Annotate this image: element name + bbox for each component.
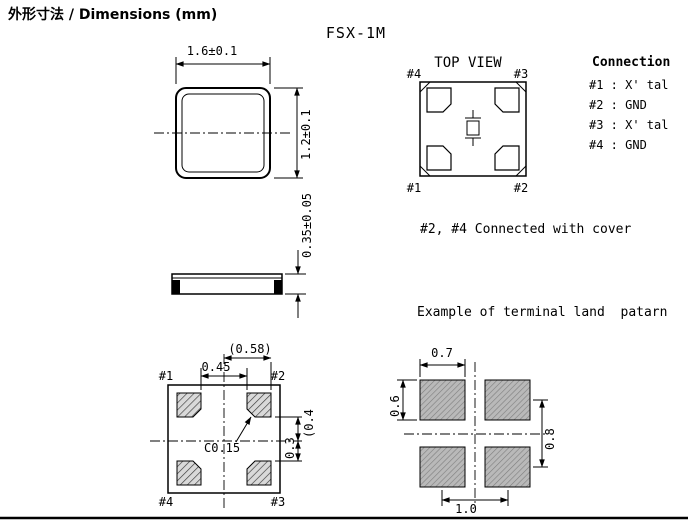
page-header: 外形寸法 / Dimensions (mm) [8, 6, 217, 23]
pin-label-3: #3 [271, 495, 285, 509]
horizontal-pitch-dimension: 1.0 [441, 490, 509, 516]
land-pad-bottom-right [484, 446, 531, 488]
corner-chamfer-line [419, 81, 431, 93]
pad-gap-dimension: 0.45 [200, 360, 248, 390]
pad-width-dim-label: 0.7 [431, 346, 453, 360]
pin-label-4: #4 [159, 495, 173, 509]
electrode-pad-bottom-right [494, 145, 520, 171]
pin-label-4: #4 [407, 67, 421, 81]
cover-note: #2, #4 Connected with cover [420, 222, 631, 237]
pin-label-3: #3 [514, 67, 528, 81]
corner-chamfer-line [419, 165, 431, 177]
top-view-package [419, 81, 527, 177]
pad-width-dimension: 0.7 [419, 346, 466, 377]
width-dimension: 1.6±0.1 [175, 44, 271, 84]
bottom-pad-2 [246, 392, 272, 418]
horizontal-pitch-dim-label: 1.0 [455, 502, 477, 516]
bottom-view: 0.45 (0.58) C0.15 (0.4 0.3 #1 #2 #4 #3 [150, 342, 316, 510]
electrode-pad-bottom-left [426, 145, 452, 171]
pin-label-2: #2 [514, 181, 528, 195]
land-pad-bottom-left [419, 446, 466, 488]
corner-chamfer-line [515, 81, 527, 93]
pin-label-1: #1 [159, 369, 173, 383]
pad-ref-dim-label: (0.4 [302, 409, 316, 438]
chamfer-label: C0.15 [204, 441, 240, 455]
connection-item-1: #1 : X' tal [589, 78, 668, 92]
connection-item-4: #4 : GND [589, 138, 647, 152]
pad-offset-dim-label: 0.3 [283, 437, 297, 459]
electrode-pad-top-right [494, 87, 520, 113]
connection-item-3: #3 : X' tal [589, 118, 668, 132]
electrode-pad-top-left [426, 87, 452, 113]
connection-legend: Connection #1 : X' tal #2 : GND #3 : X' … [589, 55, 670, 152]
land-pad-top-right [484, 379, 531, 421]
bottom-pad-1 [176, 392, 202, 418]
top-view-label: TOP VIEW [434, 55, 502, 71]
connection-item-2: #2 : GND [589, 98, 647, 112]
terminal-cap-left [172, 280, 180, 294]
pad-gap-ref-dimension: (0.58) [223, 342, 272, 390]
side-view-body [171, 273, 283, 295]
thickness-dim-label: 0.35±0.05 [300, 193, 314, 258]
height-dim-label: 1.2±0.1 [299, 109, 313, 160]
pad-height-dim-label: 0.6 [388, 395, 402, 417]
bottom-pad-4 [176, 460, 202, 486]
pad-gap-dim-label: 0.45 [202, 360, 231, 374]
chamfer-callout: C0.15 [204, 416, 252, 455]
pin-label-1: #1 [407, 181, 421, 195]
bottom-pad-3 [246, 460, 272, 486]
outline-view: 1.6±0.1 1.2±0.1 [154, 44, 313, 179]
bottom-view-package [167, 384, 281, 494]
crystal-symbol [465, 110, 481, 146]
pad-gap-ref-dim-label: (0.58) [228, 342, 271, 356]
width-dim-label: 1.6±0.1 [187, 44, 238, 58]
vertical-pitch-dimension: 0.8 [533, 399, 557, 468]
leader-line [235, 416, 252, 443]
top-view: TOP VIEW #4 #3 #1 #2 [407, 55, 528, 195]
land-pad-top-left [419, 379, 466, 421]
land-pattern: 0.7 0.6 0.8 1.0 [388, 346, 557, 516]
pin-label-2: #2 [271, 369, 285, 383]
pad-height-dimension: 0.6 [388, 379, 417, 421]
side-view: 0.35±0.05 [171, 193, 314, 318]
right-side-dimensions: (0.4 0.3 [275, 409, 316, 462]
corner-chamfer-line [515, 165, 527, 177]
height-dimension: 1.2±0.1 [274, 87, 313, 179]
part-number-title: FSX-1M [326, 24, 386, 42]
connection-title: Connection [592, 55, 670, 70]
vertical-pitch-dim-label: 0.8 [543, 428, 557, 450]
land-pattern-note: Example of terminal land patarn [417, 305, 667, 320]
terminal-cap-right [274, 280, 282, 294]
thickness-dimension: 0.35±0.05 [285, 193, 314, 318]
crystal-blank-rect [466, 120, 480, 136]
